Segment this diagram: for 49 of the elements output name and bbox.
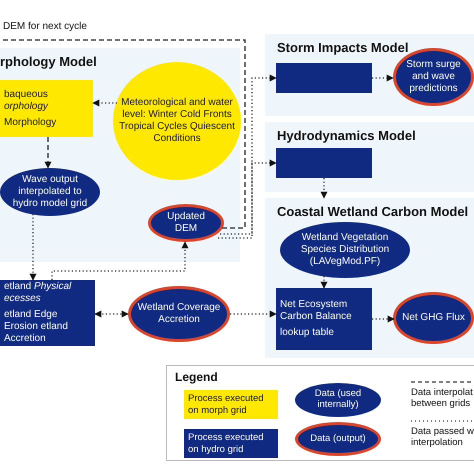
arrow (230, 310, 277, 318)
node-text: etland Edge Erosion etland Accretion (4, 309, 69, 345)
node-text: Net Ecosystem Carbon Balance (280, 299, 353, 323)
arrow (220, 74, 277, 235)
data-ellipse (0, 168, 100, 216)
process-box (276, 148, 372, 178)
process-box (0, 80, 93, 137)
arrow (320, 276, 328, 289)
node-text: Net GHG Flux (402, 312, 465, 324)
process-box (276, 63, 372, 93)
arrow (44, 137, 52, 169)
connector-line (0, 39, 246, 229)
data-ellipse (148, 204, 224, 242)
panel-title: rphology Model (0, 54, 97, 69)
arrow (51, 241, 188, 280)
model-panel (265, 122, 474, 192)
node-text: Wave output interpolated to hydro model grid (12, 174, 88, 210)
node-text: lookup table (280, 327, 335, 339)
node-text: Meteorological and water level: Winter Cold Fronts Tropical Cycles Quiescent Conditions (119, 97, 235, 145)
node-text: Morphology (4, 116, 58, 128)
arrow (94, 310, 129, 318)
arrow (372, 74, 394, 82)
model-panel (0, 48, 240, 262)
node-text: Wetland Vegetation Species Distribution (LAVegMod.PF) (300, 232, 390, 268)
arrow (372, 316, 395, 322)
node-text: baqueous orphology (4, 88, 50, 112)
legend-text: Data passed w interpolation (411, 426, 474, 449)
legend-swatch: Process executed on hydro grid (184, 429, 278, 458)
node-text: Wetland Coverage Accretion (137, 302, 221, 326)
panel-title: Coastal Wetland Carbon Model (277, 204, 468, 219)
legend-ellipse: Data (used internally) (295, 383, 381, 417)
panel-title: Hydrodynamics Model (277, 128, 416, 143)
arrow (30, 214, 36, 281)
legend-title: Legend (175, 370, 218, 384)
panel-title: Storm Impacts Model (277, 40, 408, 55)
node-text: etland Physical ecesses (4, 281, 72, 305)
process-box (276, 288, 372, 350)
process-box (0, 280, 95, 346)
arrow (92, 100, 117, 106)
legend-swatch: Process executed on morph grid (184, 390, 278, 419)
arrow (218, 160, 277, 239)
node-text: Storm surge and wave predictions (405, 59, 462, 95)
legend-ellipse: Data (output) (295, 422, 381, 456)
model-panel (265, 198, 474, 358)
edge-label: DEM for next cycle (1, 21, 89, 32)
node-text: Updated DEM (166, 211, 206, 235)
arrow (320, 178, 328, 199)
model-panel (265, 34, 474, 116)
legend-text: Data interpolat between grids (411, 387, 474, 410)
